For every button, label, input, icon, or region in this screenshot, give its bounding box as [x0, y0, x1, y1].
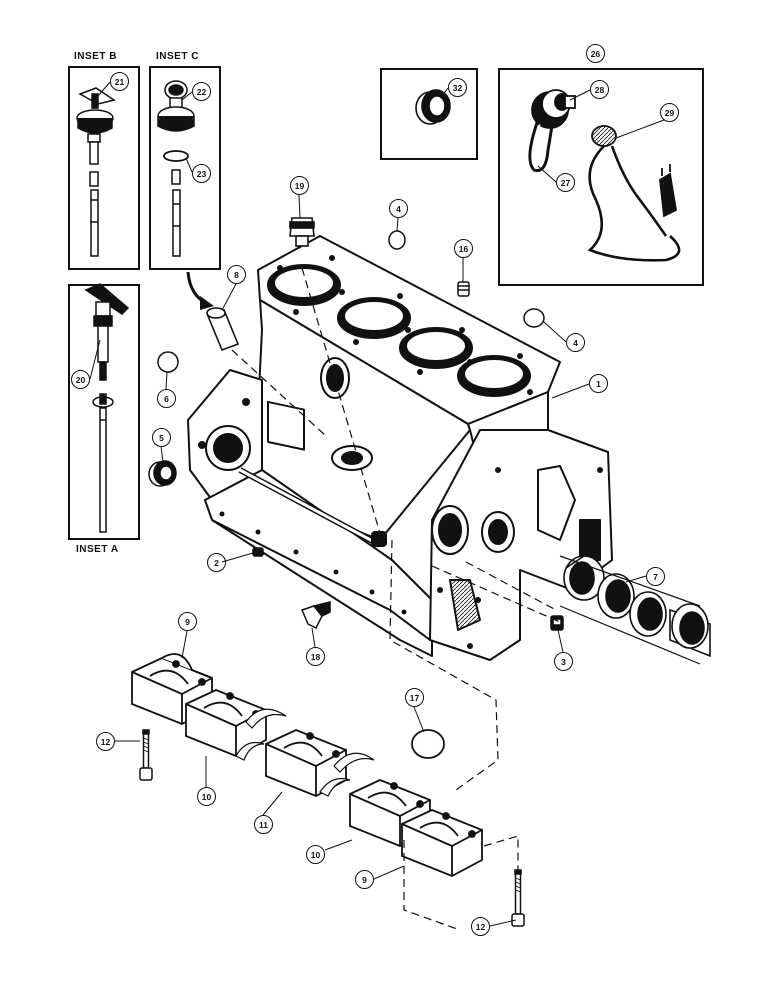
- callout-11: 11: [254, 815, 273, 834]
- callout-29: 29: [660, 103, 679, 122]
- callout-27: 27: [556, 173, 575, 192]
- callout-16: 16: [454, 239, 473, 258]
- inset-c-label: INSET C: [156, 51, 199, 62]
- callout-19: 19: [290, 176, 309, 195]
- dashed-assembly-lines: [231, 267, 561, 931]
- callout-18: 18: [306, 647, 325, 666]
- callout-32: 32: [448, 78, 467, 97]
- inset-32-box: [380, 68, 478, 160]
- callout-20: 20: [71, 370, 90, 389]
- callout-26: 26: [586, 44, 605, 63]
- callout-7: 7: [646, 567, 665, 586]
- part-19-plug: [289, 217, 315, 247]
- inset-b-label: INSET B: [74, 51, 117, 62]
- part-7-bearings: [559, 555, 711, 665]
- inset-b-dipstick: [76, 87, 116, 257]
- callout-9-bottom: 9: [355, 870, 374, 889]
- callout-4-top: 4: [389, 199, 408, 218]
- inset-c-dipstick: [157, 80, 195, 257]
- callout-10-bottom: 10: [306, 845, 325, 864]
- callout-12-right: 12: [471, 917, 490, 936]
- inset-a-dipstick: [84, 283, 130, 533]
- callout-22: 22: [192, 82, 211, 101]
- callout-1: 1: [589, 374, 608, 393]
- part-5-seal: [148, 460, 177, 487]
- callout-28: 28: [590, 80, 609, 99]
- block-heater: [528, 89, 681, 262]
- part-32-seal: [415, 89, 451, 125]
- callout-5: 5: [152, 428, 171, 447]
- part-18-fitting: [300, 601, 331, 630]
- callout-23: 23: [192, 164, 211, 183]
- main-bearing-caps: [131, 653, 483, 877]
- inset-a-label: INSET A: [76, 544, 119, 555]
- engine-block: [187, 235, 613, 661]
- inset-c-arrow: [186, 271, 209, 306]
- callout-12-left: 12: [96, 732, 115, 751]
- part-8-tube: [206, 307, 240, 352]
- callout-21: 21: [110, 72, 129, 91]
- inset-26-box: [498, 68, 704, 286]
- inset-c-box: [149, 66, 221, 270]
- callout-2: 2: [207, 553, 226, 572]
- callout-17: 17: [405, 688, 424, 707]
- small-plugs: [148, 230, 564, 631]
- inset-b-box: [68, 66, 140, 270]
- callout-4-right: 4: [566, 333, 585, 352]
- callout-6: 6: [157, 389, 176, 408]
- callout-3: 3: [554, 652, 573, 671]
- inset-a-box: [68, 284, 140, 540]
- part-16-plug: [457, 281, 470, 297]
- part-3-plug: [550, 615, 564, 631]
- callout-8: 8: [227, 265, 246, 284]
- callout-9-top: 9: [178, 612, 197, 631]
- callout-10-top: 10: [197, 787, 216, 806]
